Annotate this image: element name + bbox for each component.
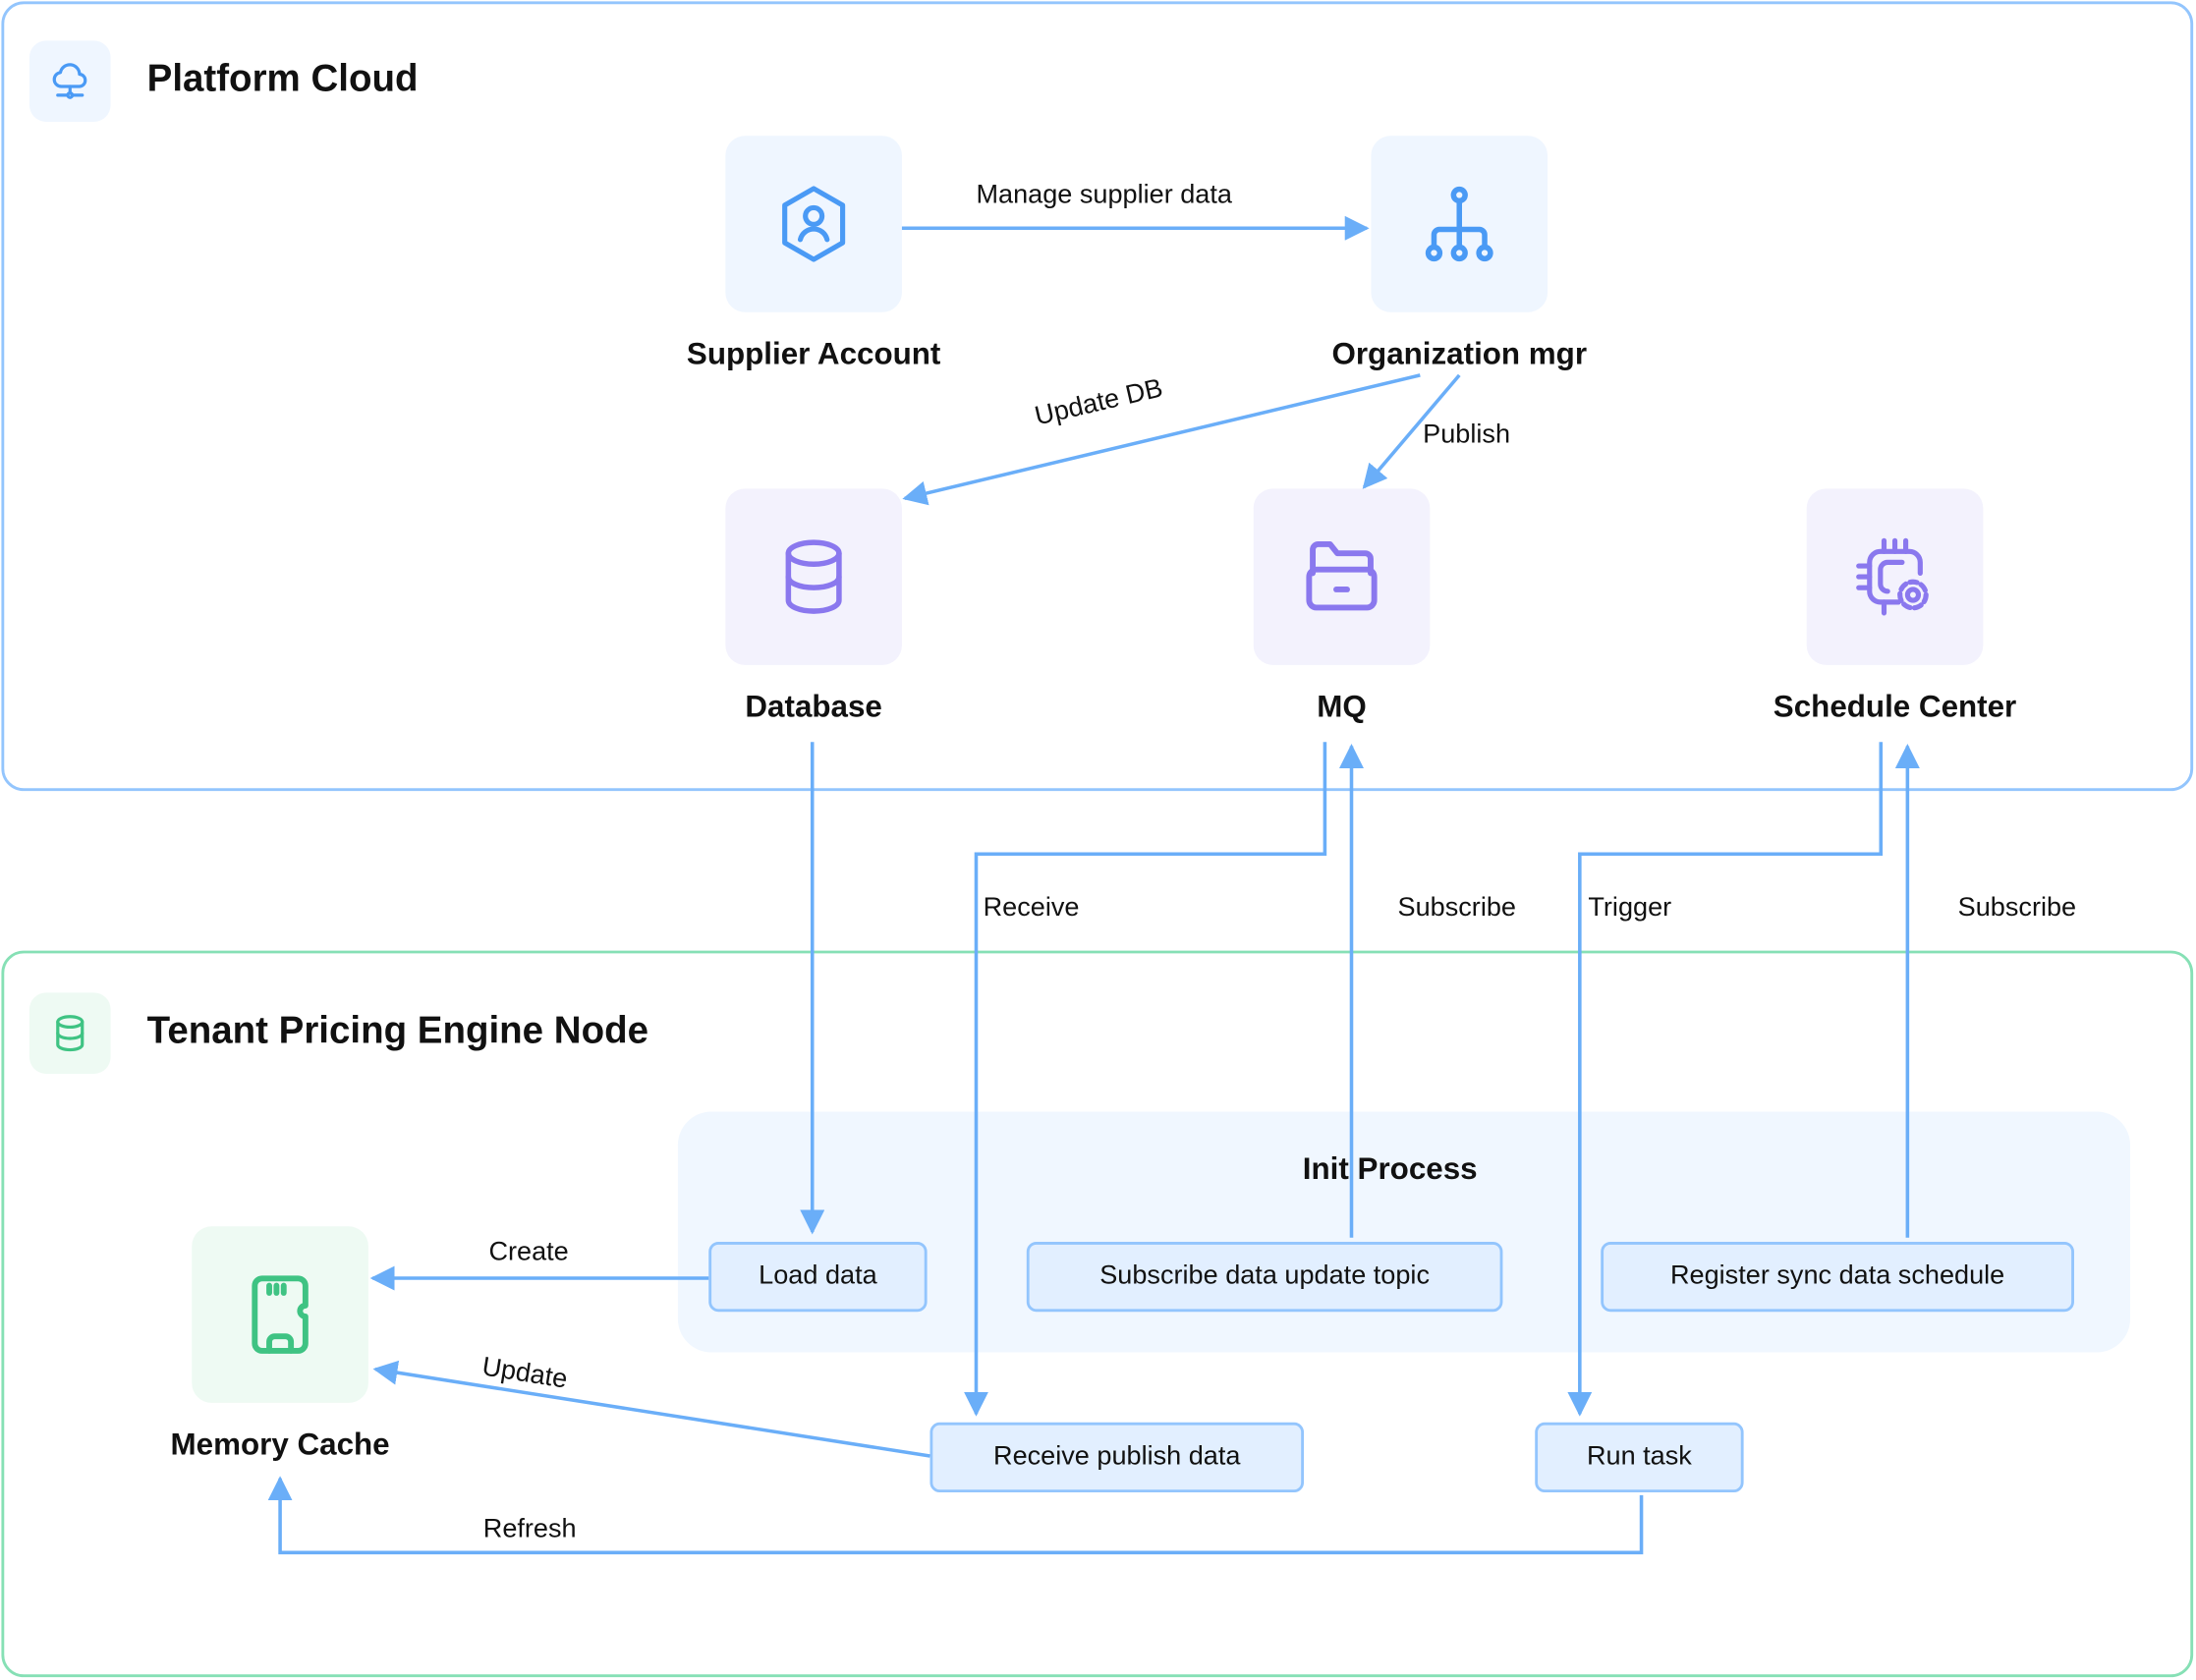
schedule-center-node[interactable] <box>1806 488 1984 665</box>
cloud-network-icon <box>28 40 111 122</box>
edge-label-refresh: Refresh <box>482 1514 577 1544</box>
memory-cache-label: Memory Cache <box>170 1427 390 1462</box>
organization-mgr-node[interactable] <box>1371 136 1548 312</box>
tenant-node-title: Tenant Pricing Engine Node <box>146 1009 648 1052</box>
organization-mgr-label: Organization mgr <box>1331 336 1588 371</box>
edge-label-subscribe-schedule: Subscribe <box>1957 893 2077 924</box>
database-icon <box>28 992 111 1074</box>
database-label: Database <box>745 689 882 724</box>
load-data-step[interactable]: Load data <box>708 1241 928 1313</box>
subscribe-topic-step[interactable]: Subscribe data update topic <box>1026 1241 1503 1313</box>
database-node[interactable] <box>725 488 902 665</box>
init-process-title: Init Process <box>1302 1150 1478 1186</box>
edge-label-publish: Publish <box>1423 420 1511 450</box>
platform-cloud-title: Platform Cloud <box>146 57 419 100</box>
cpu-settings-icon <box>1856 537 1929 616</box>
edge-label-create: Create <box>488 1237 569 1267</box>
hierarchy-icon <box>1425 186 1493 262</box>
supplier-account-label: Supplier Account <box>686 336 941 371</box>
memory-cache-node[interactable] <box>192 1226 368 1403</box>
edge-label-manage-supplier-data: Manage supplier data <box>976 180 1232 210</box>
schedule-center-label: Schedule Center <box>1773 689 2017 724</box>
run-task-step[interactable]: Run task <box>1535 1422 1744 1493</box>
user-hexagon-icon <box>782 186 846 262</box>
sd-card-icon <box>252 1275 309 1354</box>
mq-node[interactable] <box>1253 488 1431 665</box>
supplier-account-node[interactable] <box>725 136 902 312</box>
init-process-container <box>677 1111 2131 1353</box>
edge-label-subscribe-mq: Subscribe <box>1397 893 1516 924</box>
edge-label-receive: Receive <box>983 893 1080 924</box>
database-icon <box>785 539 842 614</box>
edge-label-trigger: Trigger <box>1588 893 1672 924</box>
register-schedule-step[interactable]: Register sync data schedule <box>1601 1241 2074 1313</box>
receive-publish-step[interactable]: Receive publish data <box>929 1422 1305 1493</box>
folder-open-icon <box>1306 541 1378 611</box>
mq-label: MQ <box>1317 689 1367 724</box>
